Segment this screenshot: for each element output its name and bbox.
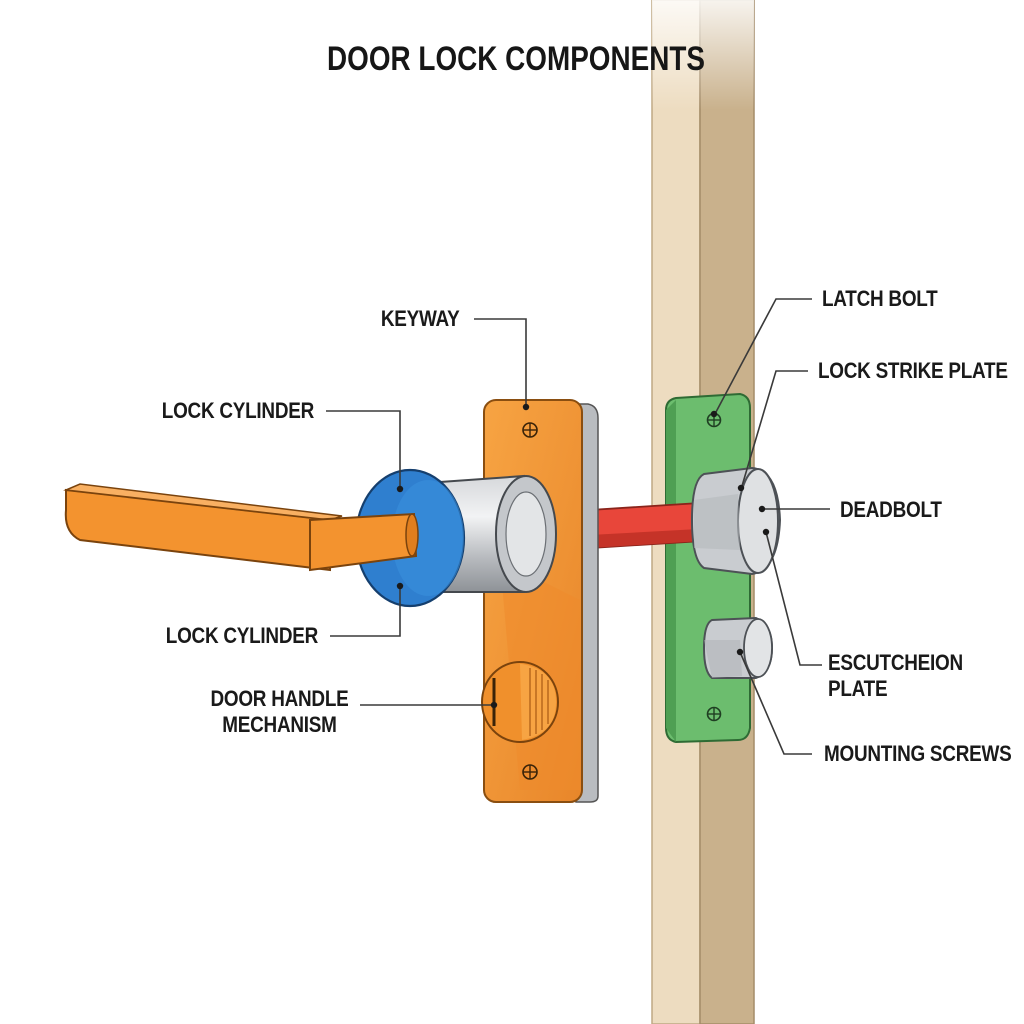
leader-mounting-screws (739, 651, 812, 755)
label-escutcheon-line2: PLATE (828, 676, 888, 701)
leader-escutcheon (765, 531, 822, 666)
spindle-bar (589, 501, 719, 549)
label-escutcheon-plate: ESCUTCHEION PLATE (828, 650, 963, 702)
leader-lines (326, 298, 830, 755)
screw-icon (706, 706, 722, 722)
label-escutcheon-line1: ESCUTCHEION (828, 650, 963, 675)
label-door-handle-line2: MECHANISM (221, 712, 337, 737)
label-lock-cylinder-top: LOCK CYLINDER (161, 398, 314, 423)
deadbolt-block (690, 466, 782, 576)
leader-lock-cylinder-bottom (330, 586, 401, 637)
screw-icon (522, 422, 538, 438)
label-latch-bolt: LATCH BOLT (822, 286, 938, 311)
leader-strike-plate (741, 370, 808, 487)
label-door-handle-mechanism: DOOR HANDLE MECHANISM (210, 686, 348, 738)
label-keyway: KEYWAY (381, 306, 460, 331)
label-lock-cylinder-bottom: LOCK CYLINDER (165, 623, 318, 648)
leader-keyway (474, 318, 527, 404)
leader-lock-cylinder-top (326, 410, 401, 488)
leader-dots (396, 403, 770, 709)
thumb-turn-knob (481, 661, 559, 743)
escutcheon-plate (483, 399, 599, 803)
lever-handle (63, 483, 419, 572)
latch-bolt-block (702, 616, 774, 679)
label-mounting-screws: MOUNTING SCREWS (824, 741, 1012, 766)
screw-icon (522, 764, 538, 780)
label-door-handle-line1: DOOR HANDLE (209, 686, 348, 711)
diagram-title: DOOR LOCK COMPONENTS (327, 40, 705, 78)
label-lock-strike-plate: LOCK STRIKE PLATE (818, 358, 1008, 383)
leader-latch-bolt (715, 298, 812, 413)
label-deadbolt: DEADBOLT (840, 497, 942, 522)
